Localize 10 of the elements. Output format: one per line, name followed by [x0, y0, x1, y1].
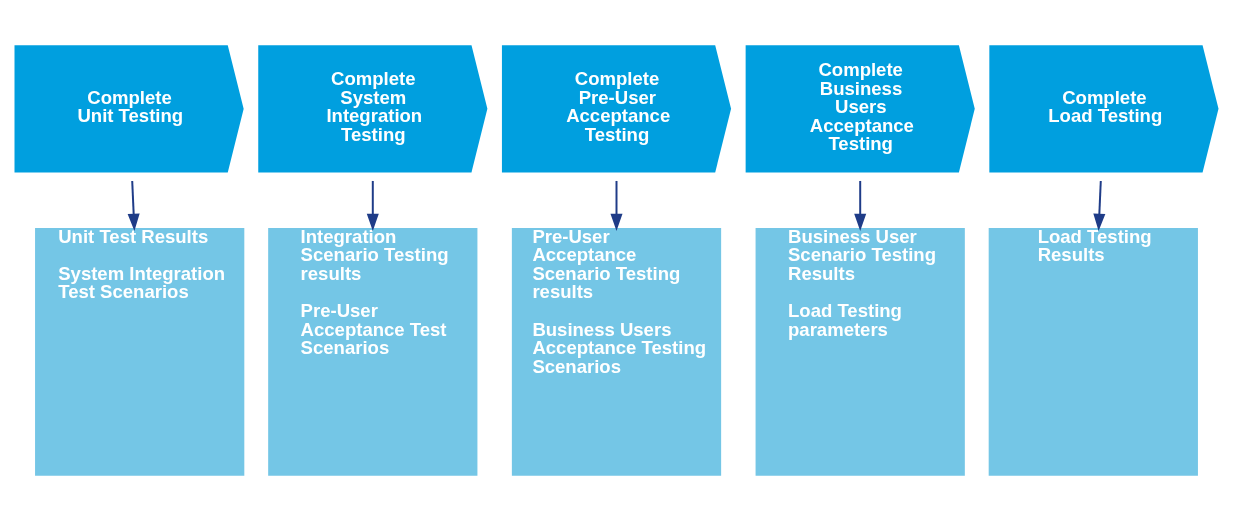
node-box: Pre-User Acceptance Scenario Testing results Business Users Acceptance Testing Scenarios: [511, 227, 722, 476]
arrow: [1093, 179, 1106, 231]
node-box: Unit Test Results System Integration Test Scenarios: [35, 227, 245, 476]
arrow: [127, 179, 140, 231]
node-box: Load Testing Results: [988, 227, 1198, 476]
arrow: [854, 179, 867, 231]
node-box: Integration Scenario Testing results Pre-User Acceptance Test Scenarios: [268, 227, 478, 476]
node-box: Business User Scenario Testing Results Load Testing parameters: [755, 227, 965, 476]
arrow: [610, 179, 623, 231]
arrow: [366, 179, 379, 231]
